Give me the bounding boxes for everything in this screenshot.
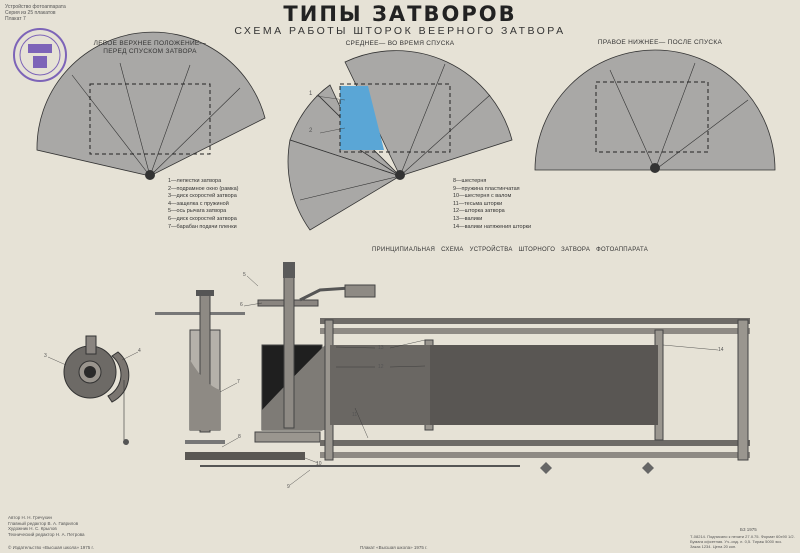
catalog-code: Б3 1975 [740, 527, 757, 532]
museum-stamp [13, 28, 67, 82]
legend-item: 8—шестерня [453, 178, 487, 184]
speed-disk [63, 335, 130, 445]
callout-8: 8 [238, 434, 241, 440]
film-feed-drum [155, 290, 245, 444]
series-line: Устройство фотоаппарата [5, 4, 66, 10]
credit-line: Главный редактор В. А. Гаврилов [8, 520, 79, 526]
callout-3: 3 [44, 353, 47, 359]
gear-rack [185, 452, 305, 460]
print-info: Т-08214. Подписано к печати 27.II.75. Фо… [690, 534, 795, 549]
print-line: Заказ 1234. Цена 20 коп. [690, 544, 737, 549]
callout-12: 12 [378, 364, 384, 370]
poster-title: ТИПЫ ЗАТВОРОВ [283, 2, 517, 26]
credit-line: Автор Н. Н. Гречухин [8, 515, 52, 520]
callout-9: 9 [287, 484, 290, 490]
publisher-series-info: Устройство фотоаппарата Серия из 25 плак… [5, 4, 66, 22]
callout-2: 2 [309, 128, 313, 134]
publisher-line: © Издательство «Высшая школа» 1975 г. [8, 545, 94, 550]
callout-6: 6 [240, 302, 243, 308]
legend-item: 6—диск скоростей затвора [168, 215, 237, 222]
print-line: Бумага офсетная. Уч.-изд. л. 0,5. Тираж … [690, 539, 782, 544]
center-note: Плакат «Высшая школа» 1975 г. [360, 545, 428, 550]
legend-item: 2—подрамное окно (рамка) [168, 185, 239, 192]
right-position-label: ПРАВОЕ НИЖНЕЕ— ПОСЛЕ СПУСКА [597, 39, 723, 46]
mechanism-title: ПРИНЦИПИАЛЬНАЯ СХЕМА УСТРОЙСТВА ШТОРНОГО… [371, 247, 649, 253]
label-line: ЛЕВОЕ ВЕРХНЕЕ ПОЛОЖЕНИЕ— [93, 40, 207, 47]
curtain-shutter-mechanism [47, 262, 750, 486]
legend-item: 11—тесьма шторки [453, 200, 503, 207]
fan-shutter-left [36, 31, 266, 180]
legend-item: 7—барабан подачи пленки [168, 223, 237, 230]
fan-shutter-right [534, 49, 776, 173]
credits: Автор Н. Н. Гречухин Главный редактор В.… [8, 515, 94, 551]
frame-window-outline [89, 83, 211, 155]
legend-item: 4—защелка с пружиной [168, 200, 229, 207]
legend-item: 9—пружина пластинчатая [453, 185, 520, 192]
legend-item: 3—диск скоростей затвора [168, 193, 237, 200]
fan-shutter-middle [287, 50, 513, 231]
poster-subtitle: СХЕМА РАБОТЫ ШТОРОК ВЕЕРНОГО ЗАТВОРА [234, 25, 566, 37]
legend-left: 1—лепестки затвора 2—подрамное окно (рам… [168, 178, 239, 231]
label-line: ПЕРЕД СПУСКОМ ЗАТВОРА [103, 48, 197, 55]
legend-item: 10—шестерня с валом [453, 193, 512, 200]
series-line: Плакат 7 [5, 16, 26, 22]
callout-5: 5 [243, 272, 246, 278]
series-line: Серия из 25 плакатов [5, 10, 56, 16]
shutter-curtain [430, 345, 658, 425]
legend-right: 8—шестерня 9—пружина пластинчатая 10—шес… [453, 178, 531, 231]
middle-position-label: СРЕДНЕЕ— ВО ВРЕМЯ СПУСКА [345, 40, 455, 47]
callout-4: 4 [138, 348, 141, 354]
pivot-icon [145, 170, 155, 180]
callout-1: 1 [309, 91, 313, 97]
legend-item: 5—ось рычага затвора [168, 208, 227, 215]
legend-item: 12—шторка затвора [453, 208, 505, 215]
legend-item: 1—лепестки затвора [168, 178, 222, 184]
callout-14: 14 [718, 347, 724, 353]
callout-13: 13 [378, 345, 384, 351]
legend-item: 14—валики натяжения шторки [453, 223, 532, 230]
legend-item: 13—валики [453, 215, 483, 222]
print-line: Т-08214. Подписано к печати 27.II.75. Фо… [690, 534, 795, 539]
callout-10: 10 [316, 461, 322, 467]
callout-11: 11 [352, 412, 358, 418]
exposure-slit-highlight [340, 86, 384, 150]
credit-line: Технический редактор Н. А. Петрова [8, 531, 85, 537]
callout-7: 7 [237, 379, 240, 385]
left-position-label: ЛЕВОЕ ВЕРХНЕЕ ПОЛОЖЕНИЕ— ПЕРЕД СПУСКОМ З… [60, 40, 240, 56]
curtain-frame [320, 318, 750, 474]
credit-line: Художник Н. С. Крылов [8, 526, 57, 531]
curtain-take-up-drum [254, 262, 376, 443]
